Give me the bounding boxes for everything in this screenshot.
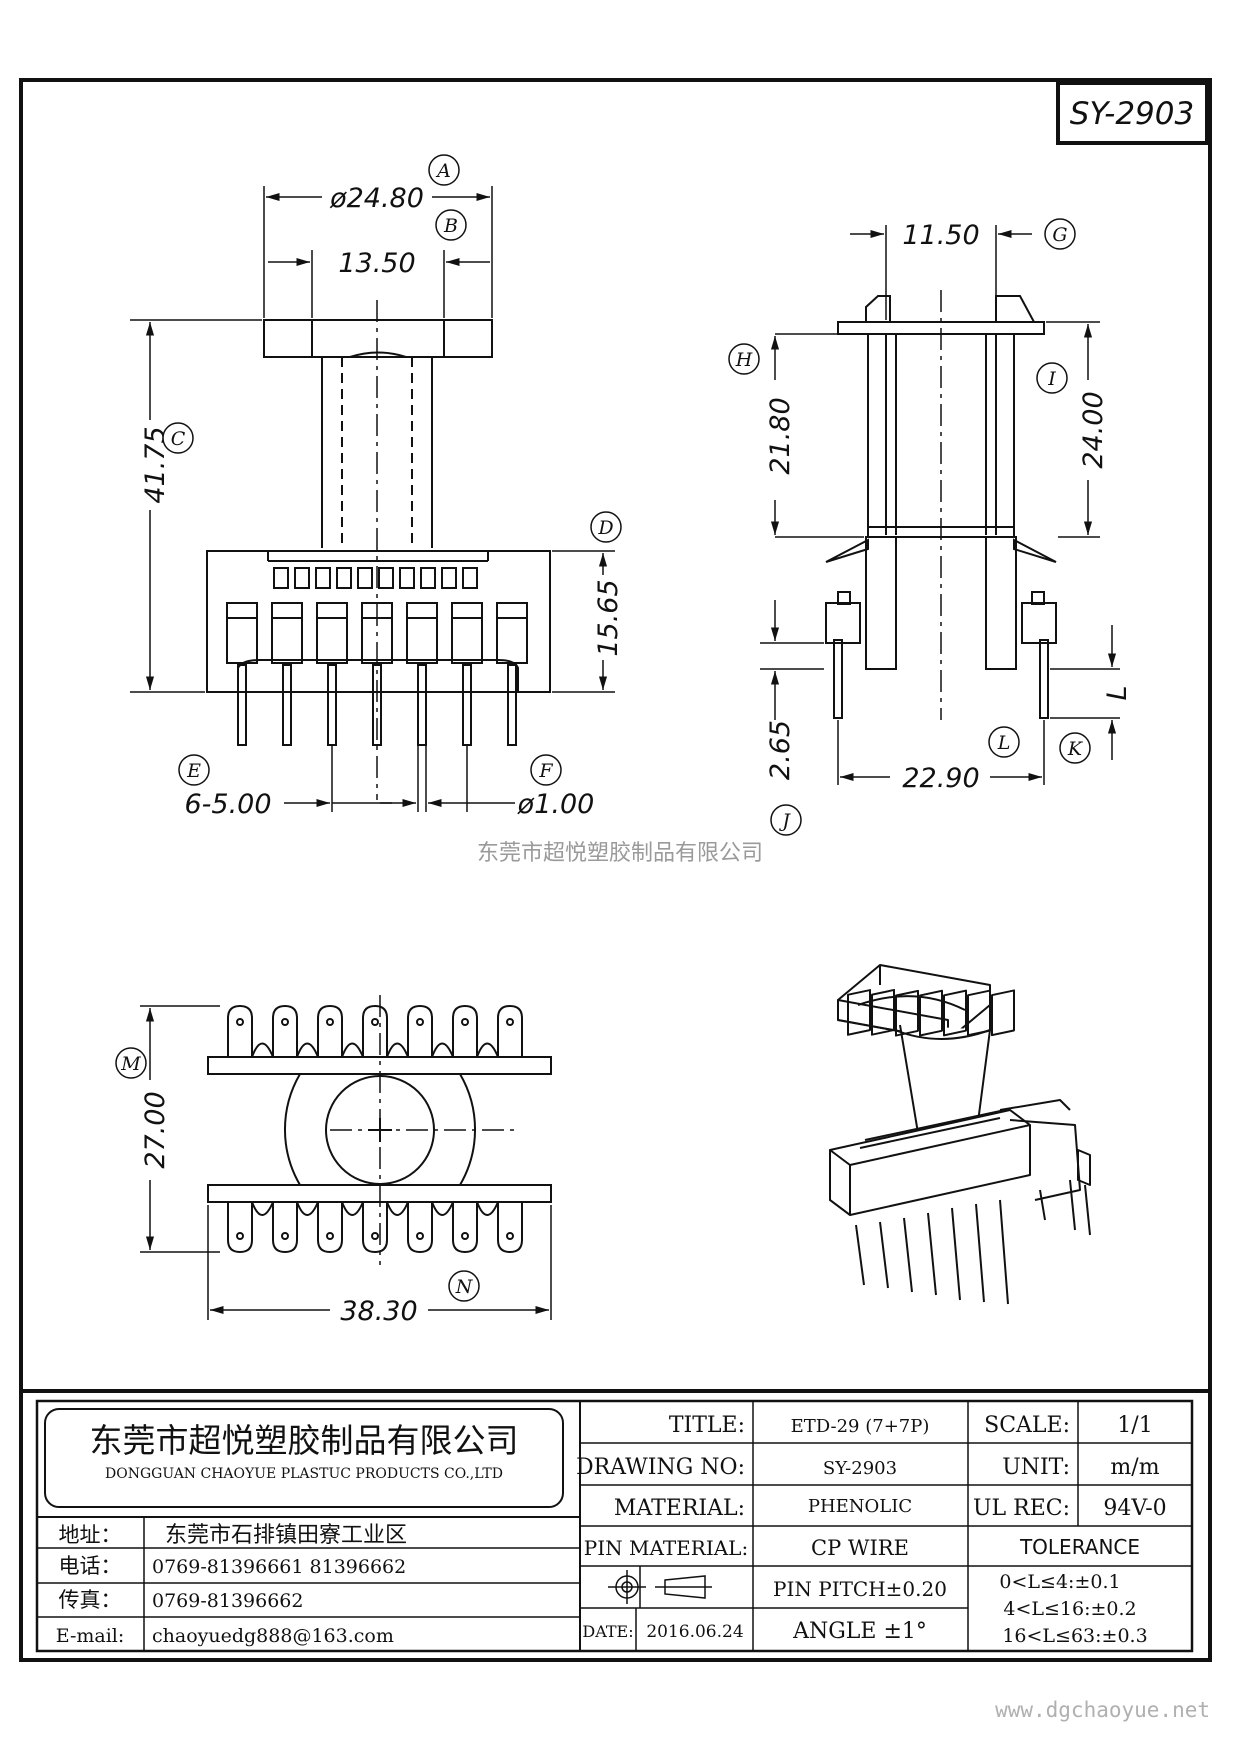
drawing-code: SY-2903	[1070, 96, 1194, 132]
pin-blocks	[226, 602, 528, 664]
callout-d: D	[597, 517, 613, 539]
top-pin-row	[227, 1004, 523, 1058]
drawing-no-label: DRAWING NO:	[576, 1455, 745, 1480]
pin-pitch: PIN PITCH±0.20	[773, 1577, 947, 1601]
callout-m: M	[120, 1053, 141, 1075]
dim-k: L	[1102, 685, 1133, 700]
title-block	[21, 1389, 1210, 1653]
callout-g: G	[1052, 224, 1067, 246]
email-label: E-mail:	[56, 1625, 125, 1647]
dim-n: 38.30	[340, 1296, 417, 1327]
scale-value: 1/1	[1117, 1413, 1152, 1438]
bottom-pin-row	[227, 1201, 523, 1254]
date-label: DATE:	[582, 1622, 633, 1641]
dim-i: 24.00	[1078, 391, 1109, 468]
address-label: 地址：	[59, 1523, 122, 1547]
sheet-border	[19, 78, 1212, 1662]
fax-value: 0769-81396662	[152, 1590, 303, 1612]
code-box	[1056, 81, 1209, 145]
dim-d: 15.65	[593, 579, 624, 656]
isometric-view	[829, 964, 1091, 1305]
callout-i: I	[1047, 368, 1056, 390]
callout-circles	[115, 154, 1091, 1302]
callout-c: C	[171, 428, 186, 450]
callout-e: E	[186, 760, 201, 782]
side-view	[825, 290, 1057, 720]
address-value: 东莞市石排镇田寮工业区	[165, 1523, 407, 1548]
tolerance-row-3: 16<L≤63:±0.3	[1002, 1625, 1147, 1647]
callout-f: F	[538, 760, 553, 782]
watermark-company: 东莞市超悦塑胶制品有限公司	[477, 841, 763, 866]
unit-label: UNIT:	[1002, 1455, 1070, 1480]
dim-f: ø1.00	[517, 789, 595, 820]
iso-top-slots	[859, 1109, 1006, 1149]
watermark-url: www.dgchaoyue.net	[995, 1698, 1210, 1722]
callout-j: J	[778, 810, 791, 832]
email-value: chaoyuedg888@163.com	[152, 1625, 394, 1647]
callout-a: A	[435, 160, 451, 182]
dim-b: 13.50	[338, 248, 415, 279]
company-name-cn: 东莞市超悦塑胶制品有限公司	[90, 1421, 519, 1460]
iso-pins	[855, 1199, 1009, 1305]
material-value: PHENOLIC	[808, 1496, 912, 1517]
dim-m: 27.00	[140, 1091, 171, 1168]
pin-slots-top	[273, 567, 478, 589]
dim-h: 21.80	[765, 397, 796, 474]
title-value: ETD-29 (7+7P)	[791, 1416, 930, 1437]
side-dims	[760, 225, 1120, 785]
angle-tolerance: ANGLE ±1°	[792, 1619, 927, 1644]
drawing-no-value: SY-2903	[823, 1458, 897, 1479]
tel-value: 0769-81396661 81396662	[152, 1556, 406, 1578]
tel-label: 电话：	[59, 1554, 122, 1578]
unit-value: m/m	[1110, 1455, 1159, 1480]
ul-label: UL REC:	[973, 1496, 1070, 1521]
title-label: TITLE:	[669, 1413, 745, 1438]
callout-h: H	[735, 349, 753, 371]
front-view	[206, 300, 551, 800]
iso-pin-blocks	[847, 988, 1015, 1037]
bottom-dims	[140, 1005, 552, 1320]
tolerance-row-2: 4<L≤16:±0.2	[1003, 1598, 1136, 1620]
callout-k: K	[1067, 738, 1084, 760]
company-name-en: DONGGUAN CHAOYUE PLASTUC PRODUCTS CO.,LT…	[105, 1466, 503, 1482]
bottom-view	[207, 995, 552, 1265]
dim-a: ø24.80	[329, 183, 424, 214]
dim-j: 2.65	[765, 720, 796, 780]
tolerance-row-1: 0<L≤4:±0.1	[999, 1571, 1120, 1593]
callout-b: B	[443, 215, 458, 237]
callout-n: N	[455, 1276, 474, 1298]
dim-e: 6-5.00	[184, 789, 271, 820]
front-dims	[130, 186, 615, 812]
scale-label: SCALE:	[984, 1413, 1070, 1438]
pin-material-value: CP WIRE	[811, 1536, 909, 1560]
dim-l: 22.90	[902, 763, 979, 794]
material-label: MATERIAL:	[614, 1496, 745, 1521]
date-value: 2016.06.24	[646, 1622, 743, 1642]
dim-g: 11.50	[902, 220, 979, 251]
tolerance-label: TOLERANCE	[1019, 1535, 1140, 1559]
fax-label: 传真：	[59, 1588, 122, 1612]
pin-material-label: PIN MATERIAL:	[584, 1536, 748, 1560]
callout-l: L	[997, 732, 1011, 754]
projection-symbol-icon	[608, 1570, 712, 1604]
ul-value: 94V-0	[1103, 1496, 1166, 1521]
